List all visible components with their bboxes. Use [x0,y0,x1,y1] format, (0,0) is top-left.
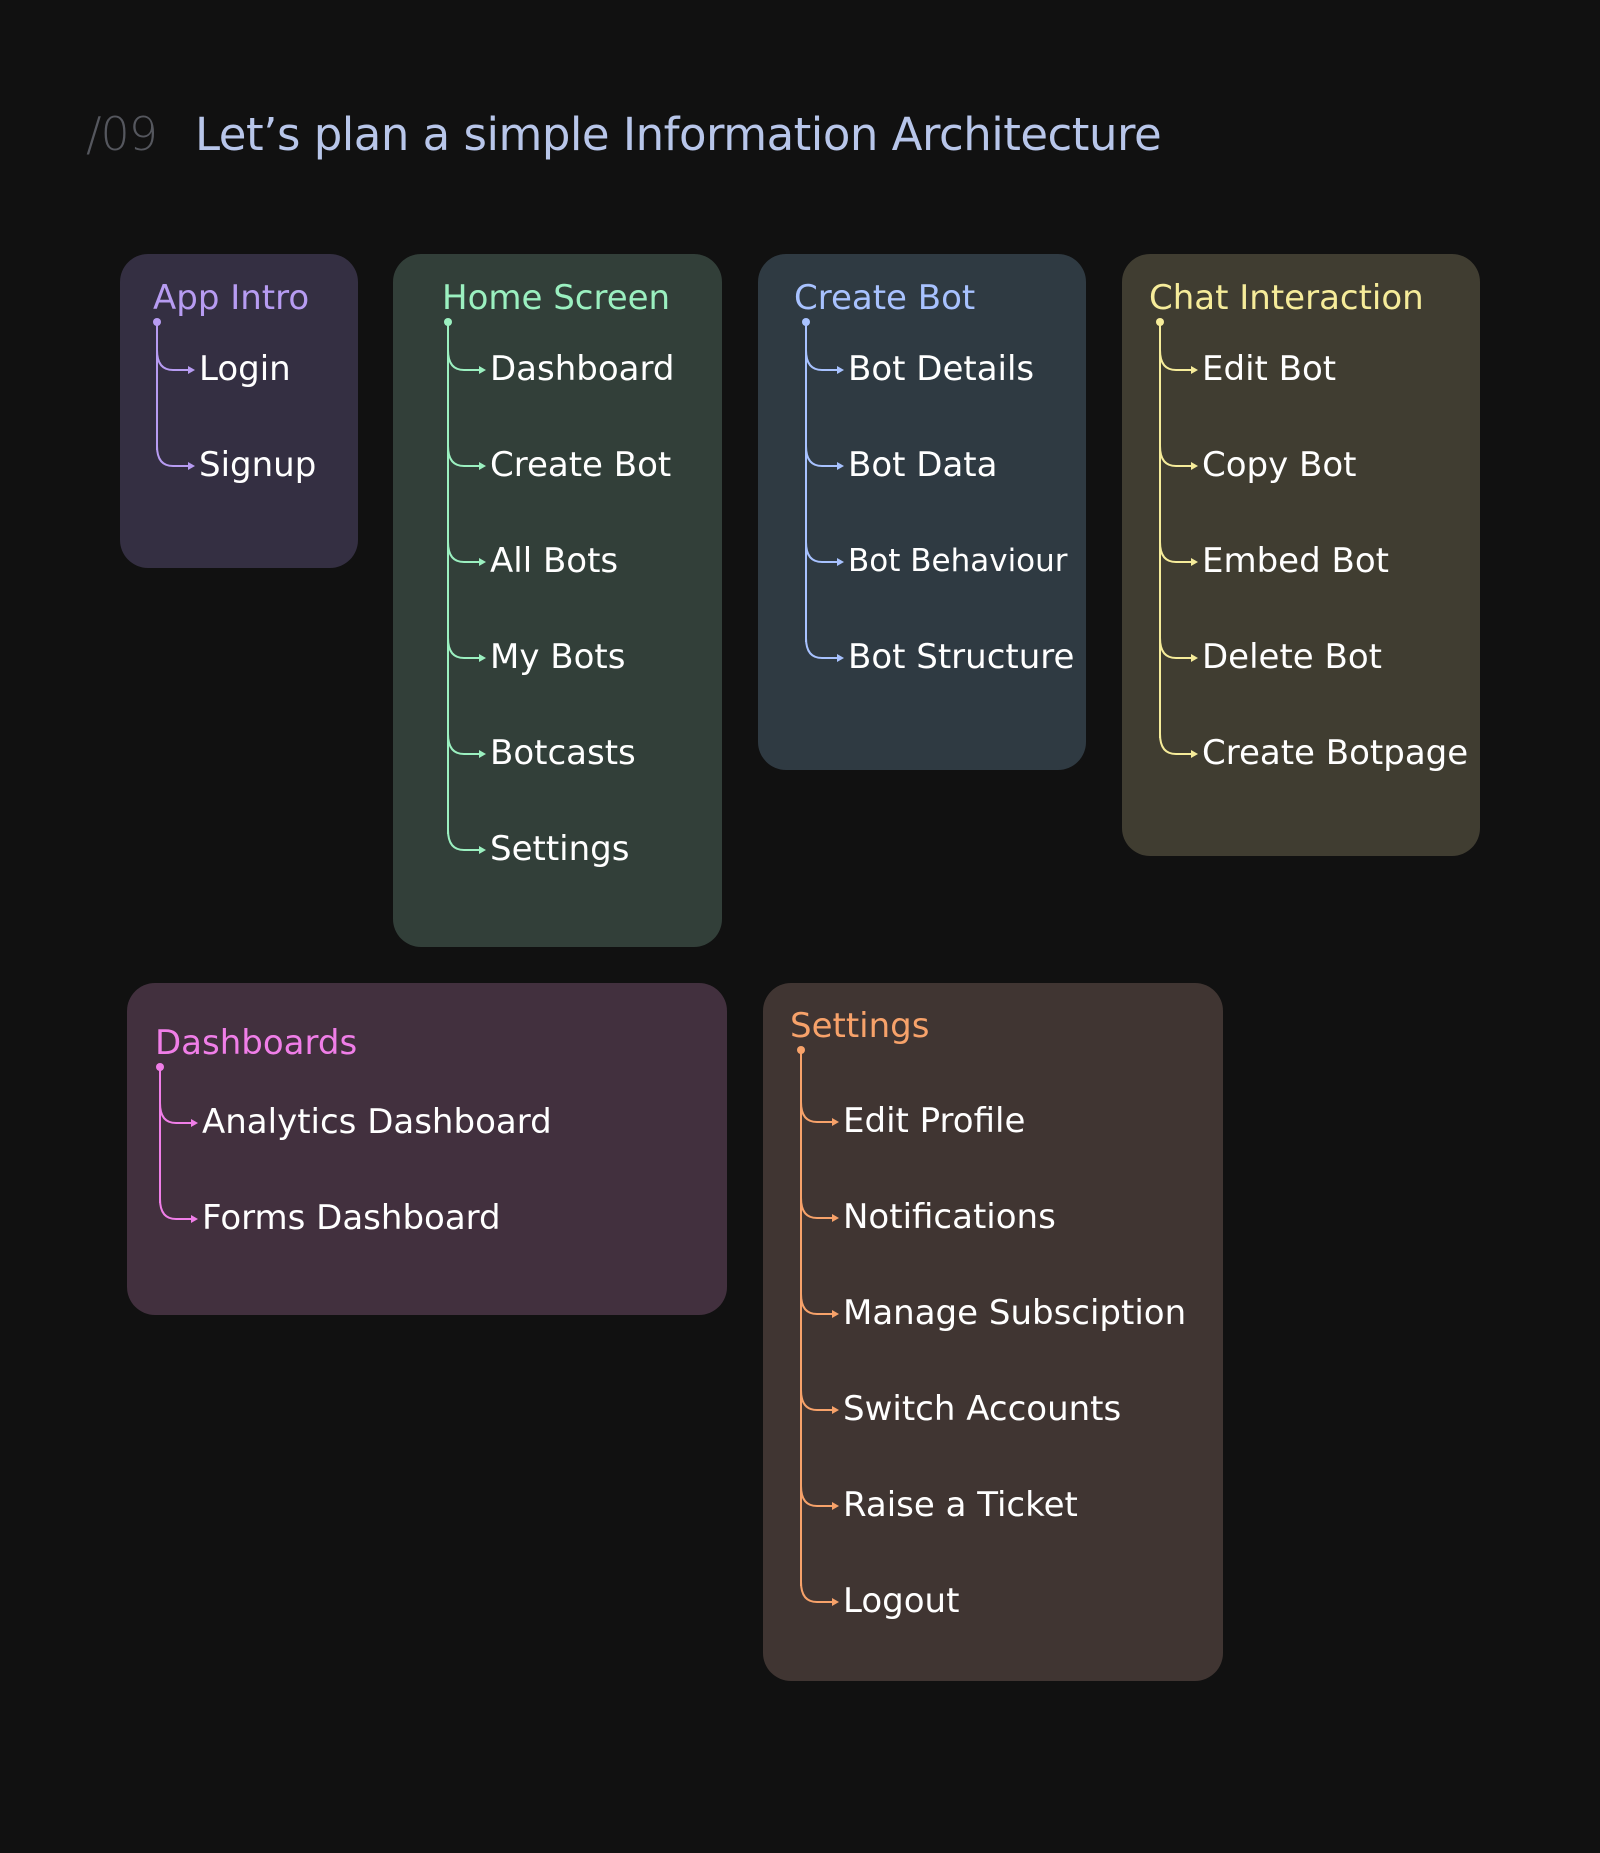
tree-item: Analytics Dashboard [202,1102,552,1142]
tree-item: Bot Structure [848,637,1075,677]
arrow-right-icon [837,462,844,470]
arrow-right-icon [188,366,195,374]
tree-branch-line [1159,445,1192,467]
tree-item: Create Botpage [1202,733,1469,773]
arrow-right-icon [837,558,844,566]
arrow-right-icon [837,654,844,662]
arrow-right-icon [479,846,486,854]
tree-branch-line [1159,541,1192,563]
tree-branch-line [447,829,480,851]
arrow-right-icon [191,1119,198,1127]
arrow-right-icon [1191,750,1198,758]
tree-branch-line [447,637,480,659]
tree-item: Create Bot [490,445,672,485]
arrow-right-icon [832,1502,839,1510]
card-title-app-intro: App Intro [153,278,310,318]
tree-item: Bot Data [848,445,998,485]
arrow-right-icon [479,654,486,662]
tree-branch-line [800,1581,833,1603]
arrow-right-icon [479,462,486,470]
arrow-right-icon [1191,558,1198,566]
tree-connector-chat-interaction [1156,318,1198,758]
tree-item: Forms Dashboard [202,1198,501,1238]
tree-item: Copy Bot [1202,445,1357,485]
arrow-right-icon [479,750,486,758]
arrow-right-icon [832,1118,839,1126]
arrow-right-icon [832,1598,839,1606]
tree-item: Dashboard [490,349,675,389]
tree-item: Notifications [843,1197,1056,1237]
tree-item: Bot Details [848,349,1035,389]
arrow-right-icon [837,366,844,374]
page-header: /09 Let’s plan a simple Information Arch… [86,104,1162,164]
tree-branch-line [1159,349,1192,371]
arrow-right-icon [479,366,486,374]
tree-connector-settings [797,1046,839,1606]
tree-item: Login [199,349,291,389]
card-title-home-screen: Home Screen [442,278,671,318]
section-number: /09 [86,107,158,161]
tree-branch-line [447,541,480,563]
arrow-right-icon [479,558,486,566]
tree-item: Logout [843,1581,960,1621]
tree-connector-create-bot [802,318,844,662]
card-title-create-bot: Create Bot [794,278,976,318]
tree-item: Raise a Ticket [843,1485,1078,1525]
tree-branch-line [805,637,838,659]
arrow-right-icon [188,462,195,470]
tree-branch-line [800,1101,833,1123]
tree-branch-line [805,541,838,563]
tree-item: Edit Bot [1202,349,1337,389]
tree-branch-line [156,349,189,371]
tree-branch-line [156,445,189,467]
tree-item: My Bots [490,637,626,677]
tree-item: Delete Bot [1202,637,1382,677]
tree-connector-dashboards [156,1063,198,1223]
tree-branch-line [805,349,838,371]
tree-connector-app-intro [153,318,195,470]
tree-item: Embed Bot [1202,541,1389,581]
tree-item: Edit Profile [843,1101,1026,1141]
tree-branch-line [1159,637,1192,659]
card-title-chat-interaction: Chat Interaction [1149,278,1424,318]
tree-branch-line [800,1389,833,1411]
tree-branch-line [800,1197,833,1219]
page-title: Let’s plan a simple Information Architec… [195,107,1162,161]
arrow-right-icon [832,1406,839,1414]
tree-item: Switch Accounts [843,1389,1122,1429]
tree-branch-line [800,1293,833,1315]
card-title-dashboards: Dashboards [155,1023,358,1063]
arrow-right-icon [1191,462,1198,470]
tree-branch-line [805,445,838,467]
tree-item: Signup [199,445,317,485]
tree-branch-line [1159,733,1192,755]
tree-branch-line [159,1102,192,1124]
arrow-right-icon [1191,654,1198,662]
tree-item: Bot Behaviour [848,543,1068,579]
card-title-settings: Settings [790,1006,930,1046]
arrow-right-icon [832,1214,839,1222]
tree-branch-line [159,1198,192,1220]
tree-item: All Bots [490,541,619,581]
tree-item: Settings [490,829,630,869]
tree-branch-line [447,445,480,467]
tree-branch-line [447,733,480,755]
tree-branch-line [447,349,480,371]
tree-item: Botcasts [490,733,636,773]
tree-connector-home-screen [444,318,486,854]
tree-branch-line [800,1485,833,1507]
arrow-right-icon [832,1310,839,1318]
tree-item: Manage Subsciption [843,1293,1187,1333]
arrow-right-icon [1191,366,1198,374]
arrow-right-icon [191,1215,198,1223]
